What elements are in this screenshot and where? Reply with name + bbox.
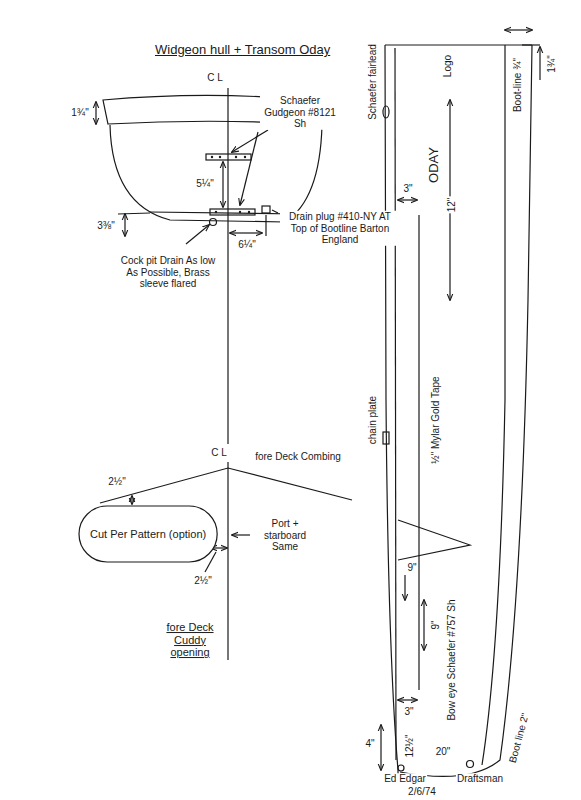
part-callout: Bow eye Schaefer #757 Sh	[446, 598, 458, 721]
extension-line	[118, 213, 150, 214]
part-label: chain plate	[367, 395, 379, 445]
leader-line	[232, 130, 268, 152]
dimension-line	[423, 600, 424, 650]
leader-line	[240, 132, 258, 205]
chain-plate	[383, 432, 389, 444]
dimension: 5¼"	[195, 178, 214, 190]
dimension: 6¼"	[237, 239, 256, 251]
part-label: Logo	[442, 54, 454, 78]
dimension: 2½"	[107, 476, 126, 488]
fore-deck-combing	[100, 468, 352, 503]
dimension: 3"	[402, 183, 413, 195]
fairlead	[383, 106, 389, 118]
dimension-line	[505, 29, 532, 30]
dimension: 12½"	[404, 733, 416, 758]
dimension-line	[539, 47, 540, 80]
dimension-line	[95, 102, 96, 124]
leader-line	[232, 534, 250, 535]
dimension: 1¾"	[546, 54, 558, 73]
part-callout: Schaefer fairlead	[367, 43, 379, 121]
sheer-line	[385, 45, 398, 770]
part-callout: Boot line 2"	[507, 711, 532, 765]
dimension: 2½"	[193, 575, 212, 587]
deck-edge	[395, 48, 396, 760]
transom-hull	[110, 125, 322, 222]
dimension-line	[230, 232, 262, 233]
dimension: 4"	[364, 738, 375, 750]
part-label: fore Deck Combing	[254, 451, 342, 463]
transom-edge	[385, 44, 532, 45]
dimension: 3⅜"	[96, 220, 115, 232]
dimension-line	[124, 214, 125, 236]
dimension-line	[222, 162, 223, 207]
gudgeon	[210, 209, 255, 215]
drain-plug	[262, 206, 270, 213]
dimension: 3"	[403, 706, 414, 718]
part-callout: Boot-line ¾"	[512, 57, 524, 113]
bootline	[482, 45, 505, 765]
gudgeon	[206, 154, 251, 160]
mylar-tape	[418, 215, 419, 690]
cockpit-drain	[210, 219, 217, 226]
note: Cock pit Drain As low As Possible, Brass…	[119, 255, 217, 290]
gudgeon-bolts	[211, 156, 250, 213]
dimension-line	[131, 496, 132, 504]
centerline	[227, 462, 228, 660]
centerline-label: C L	[206, 72, 224, 84]
dimension: 9"	[430, 619, 442, 630]
bow-fitting	[398, 765, 404, 771]
part-callout: ½" Mylar Gold Tape	[430, 375, 442, 464]
date: 2/6/74	[407, 786, 437, 798]
signature: Ed Edgar	[383, 773, 427, 785]
centerline	[227, 88, 228, 444]
cutout-outline: Cut Per Pattern (option)	[78, 505, 218, 563]
part-callout: Drain plug #410-NY AT Top of Bootline Ba…	[280, 211, 400, 246]
extension-line	[522, 44, 540, 45]
centerline-label: C L	[210, 447, 228, 459]
cuddy	[398, 520, 470, 560]
bow-eye	[467, 761, 474, 768]
part-callout: Schaefer Gudgeon #8121 Sh	[260, 95, 340, 130]
dimension-line	[380, 725, 381, 770]
dimension-line	[398, 199, 417, 200]
logo-text: ODAY	[427, 146, 442, 184]
dimension-line	[404, 575, 405, 600]
hull-bottom	[400, 45, 532, 776]
dimension: 1¾"	[70, 107, 89, 119]
dimension: 9"	[406, 562, 417, 574]
dimension: 20"	[435, 746, 452, 758]
cutout-label: Cut Per Pattern (option)	[90, 528, 206, 541]
leader-line	[186, 225, 209, 244]
note: Port + starboard Same	[253, 518, 317, 553]
dimension: 12"	[446, 197, 458, 214]
view-title: fore Deck Cuddy opening	[156, 621, 224, 659]
dimension-line	[398, 699, 417, 700]
extension-line	[265, 215, 266, 236]
leader-line	[272, 210, 278, 213]
signature: Draftsman	[456, 773, 504, 785]
drawing-title: Widgeon hull + Transom Oday	[155, 42, 330, 57]
